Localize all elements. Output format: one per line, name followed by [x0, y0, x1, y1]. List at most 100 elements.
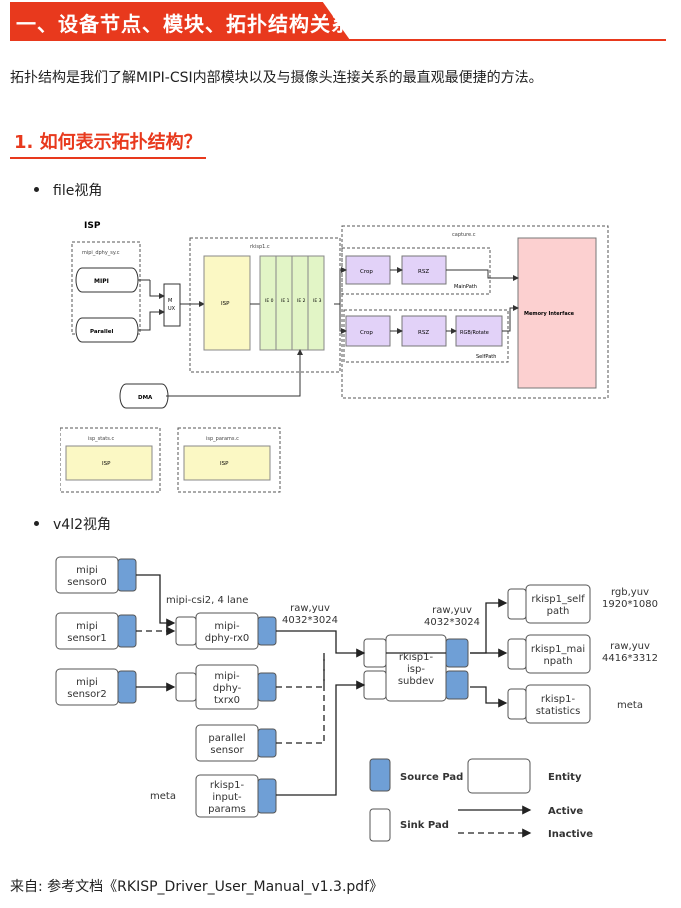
dma-label: DMA	[138, 395, 153, 401]
memory-interface-label: Memory Interface	[524, 311, 575, 317]
parallel-source-pad	[257, 728, 277, 758]
isp-subdev-entity-label-0: rkisp1-	[399, 652, 434, 663]
crop-self-label: Crop	[360, 330, 373, 336]
mainpath-entity	[525, 634, 591, 674]
v4l2-view-diagram: mipisensor0mipisensor1mipisensor2mipi-cs…	[55, 556, 658, 842]
memory-interface	[517, 237, 597, 389]
subheading: 1. 如何表示拓扑结构？	[10, 128, 206, 159]
sensor1-entity-label-1: sensor1	[67, 633, 107, 644]
selfpath-entity	[525, 584, 591, 624]
fmt2-line2: 4032*3024	[424, 617, 480, 628]
parallel-label: Parallel	[90, 329, 114, 335]
isp-source-pad-1	[445, 638, 469, 668]
isp-subdev-entity	[385, 634, 447, 702]
parallel-sensor-entity-label-0: parallel	[208, 733, 245, 744]
parallel-to-isp	[276, 653, 325, 744]
txrx0-source-pad	[257, 672, 277, 702]
selfpath-label: SelfPath	[476, 354, 496, 360]
rsz-self	[401, 315, 447, 347]
bullet-label: file视角	[53, 183, 103, 199]
legend-entity-swatch	[467, 758, 531, 794]
sensor1-source-pad	[117, 614, 137, 648]
ie-to-crop-self	[339, 304, 347, 334]
heading-underline	[10, 39, 666, 41]
ie-block-3	[307, 255, 325, 351]
ie-to-crop-main	[334, 267, 347, 305]
out-self-line2: 1920*1080	[602, 599, 658, 610]
isp-stats-group-label: isp_stats.c	[88, 436, 114, 442]
rkisp1-group-label: rkisp1.c	[250, 244, 270, 250]
source-note: 来自: 参考文档《RKISP_Driver_User_Manual_v1.3.p…	[10, 879, 384, 895]
isp-params-block	[183, 445, 271, 481]
mainpath-entity-label-1: npath	[543, 656, 572, 667]
out-main-line2: 4416*3312	[602, 653, 658, 664]
fmt1-line2: 4032*3024	[282, 615, 338, 626]
heading-banner	[10, 2, 350, 40]
rsz-to-memory	[446, 269, 519, 281]
isp-subdev-entity-label-1: isp-	[407, 664, 425, 675]
sensor0-link	[136, 574, 176, 628]
statistics-entity	[525, 684, 591, 724]
legend-inactive-label: Inactive	[548, 829, 593, 840]
rgb-rotate-label: RGB/Rotate	[460, 330, 489, 336]
isp-sink-pad-1	[363, 638, 387, 668]
dphy-rx0-entity-label-1: dphy-rx0	[205, 633, 250, 644]
fmt1-line1: raw,yuv	[290, 603, 330, 614]
isp-to-self	[470, 598, 508, 654]
selfpath-entity-label-0: rkisp1_self	[531, 594, 585, 605]
selfpath-box	[343, 309, 509, 363]
stats-sink-pad	[507, 688, 527, 720]
main-sink-pad	[507, 638, 527, 670]
isp-label: ISP	[221, 301, 230, 307]
fmt2-line1: raw,yuv	[432, 605, 472, 616]
isp-subdev-entity-label-2: subdev	[398, 676, 434, 687]
isp-params-group-label: isp_params.c	[206, 436, 239, 442]
subheading-title: 1. 如何表示拓扑结构？	[10, 128, 206, 159]
crop-self	[345, 315, 391, 347]
dphy-txrx0-entity-label-0: mipi-	[214, 671, 240, 682]
sensor0-source-pad	[117, 558, 137, 592]
isp-title: ISP	[84, 221, 101, 231]
rx0-sink-pad	[175, 616, 197, 646]
legend-sink-swatch	[369, 808, 391, 842]
bullet-dot	[34, 186, 39, 192]
rgb-rotate	[455, 315, 503, 347]
mainpath-entity-label-0: rkisp1_mai	[531, 644, 585, 655]
v4l2-elements: mipisensor0mipisensor1mipisensor2mipi-cs…	[55, 556, 658, 842]
mux-label-1: M	[168, 298, 172, 304]
isp-stats-label: ISP	[102, 461, 111, 467]
dma-to-ie	[166, 349, 303, 397]
isp-params-group	[177, 427, 281, 493]
params-source-pad	[257, 778, 277, 814]
legend-sink-label: Sink Pad	[400, 820, 449, 831]
mipi-group-label: mipi_dphy_sy.c	[82, 250, 120, 256]
parallel-to-mux	[138, 309, 165, 331]
mipi-label: MIPI	[94, 278, 109, 285]
sensor2-entity-label-0: mipi	[76, 677, 98, 688]
bullet-v4l2-view: v4l2视角	[34, 514, 111, 534]
statistics-entity-label-1: statistics	[536, 706, 581, 717]
dphy-txrx0-entity-label-2: txrx0	[214, 695, 240, 706]
sensor0-entity-label-1: sensor0	[67, 577, 107, 588]
bullet-dot	[34, 520, 39, 526]
isp-source-pad-2	[445, 670, 469, 700]
parallel-sensor-entity-label-1: sensor	[210, 745, 244, 756]
mux-label-2: UX	[168, 306, 176, 312]
crop-main	[345, 255, 391, 285]
input-params-entity-label-2: params	[208, 804, 246, 815]
capture-group-box	[341, 225, 609, 399]
rsz-self-label: RSZ	[418, 330, 429, 336]
legend-source-label: Source Pad	[400, 772, 463, 783]
txrx0-to-isp	[276, 653, 325, 688]
bullet-label: v4l2视角	[53, 517, 111, 533]
mux-block	[163, 283, 181, 327]
out-stats-label: meta	[617, 700, 643, 711]
statistics-entity-label-0: rkisp1-	[541, 694, 576, 705]
capture-group-label: capture.c	[452, 232, 476, 238]
rsz-main-label: RSZ	[418, 269, 429, 275]
selfpath-entity-label-1: path	[547, 606, 570, 617]
csi-label: mipi-csi2, 4 lane	[166, 595, 248, 606]
rgb-to-memory	[502, 305, 519, 332]
legend-source-swatch	[369, 758, 391, 792]
bullet-file-view: file视角	[34, 180, 102, 200]
